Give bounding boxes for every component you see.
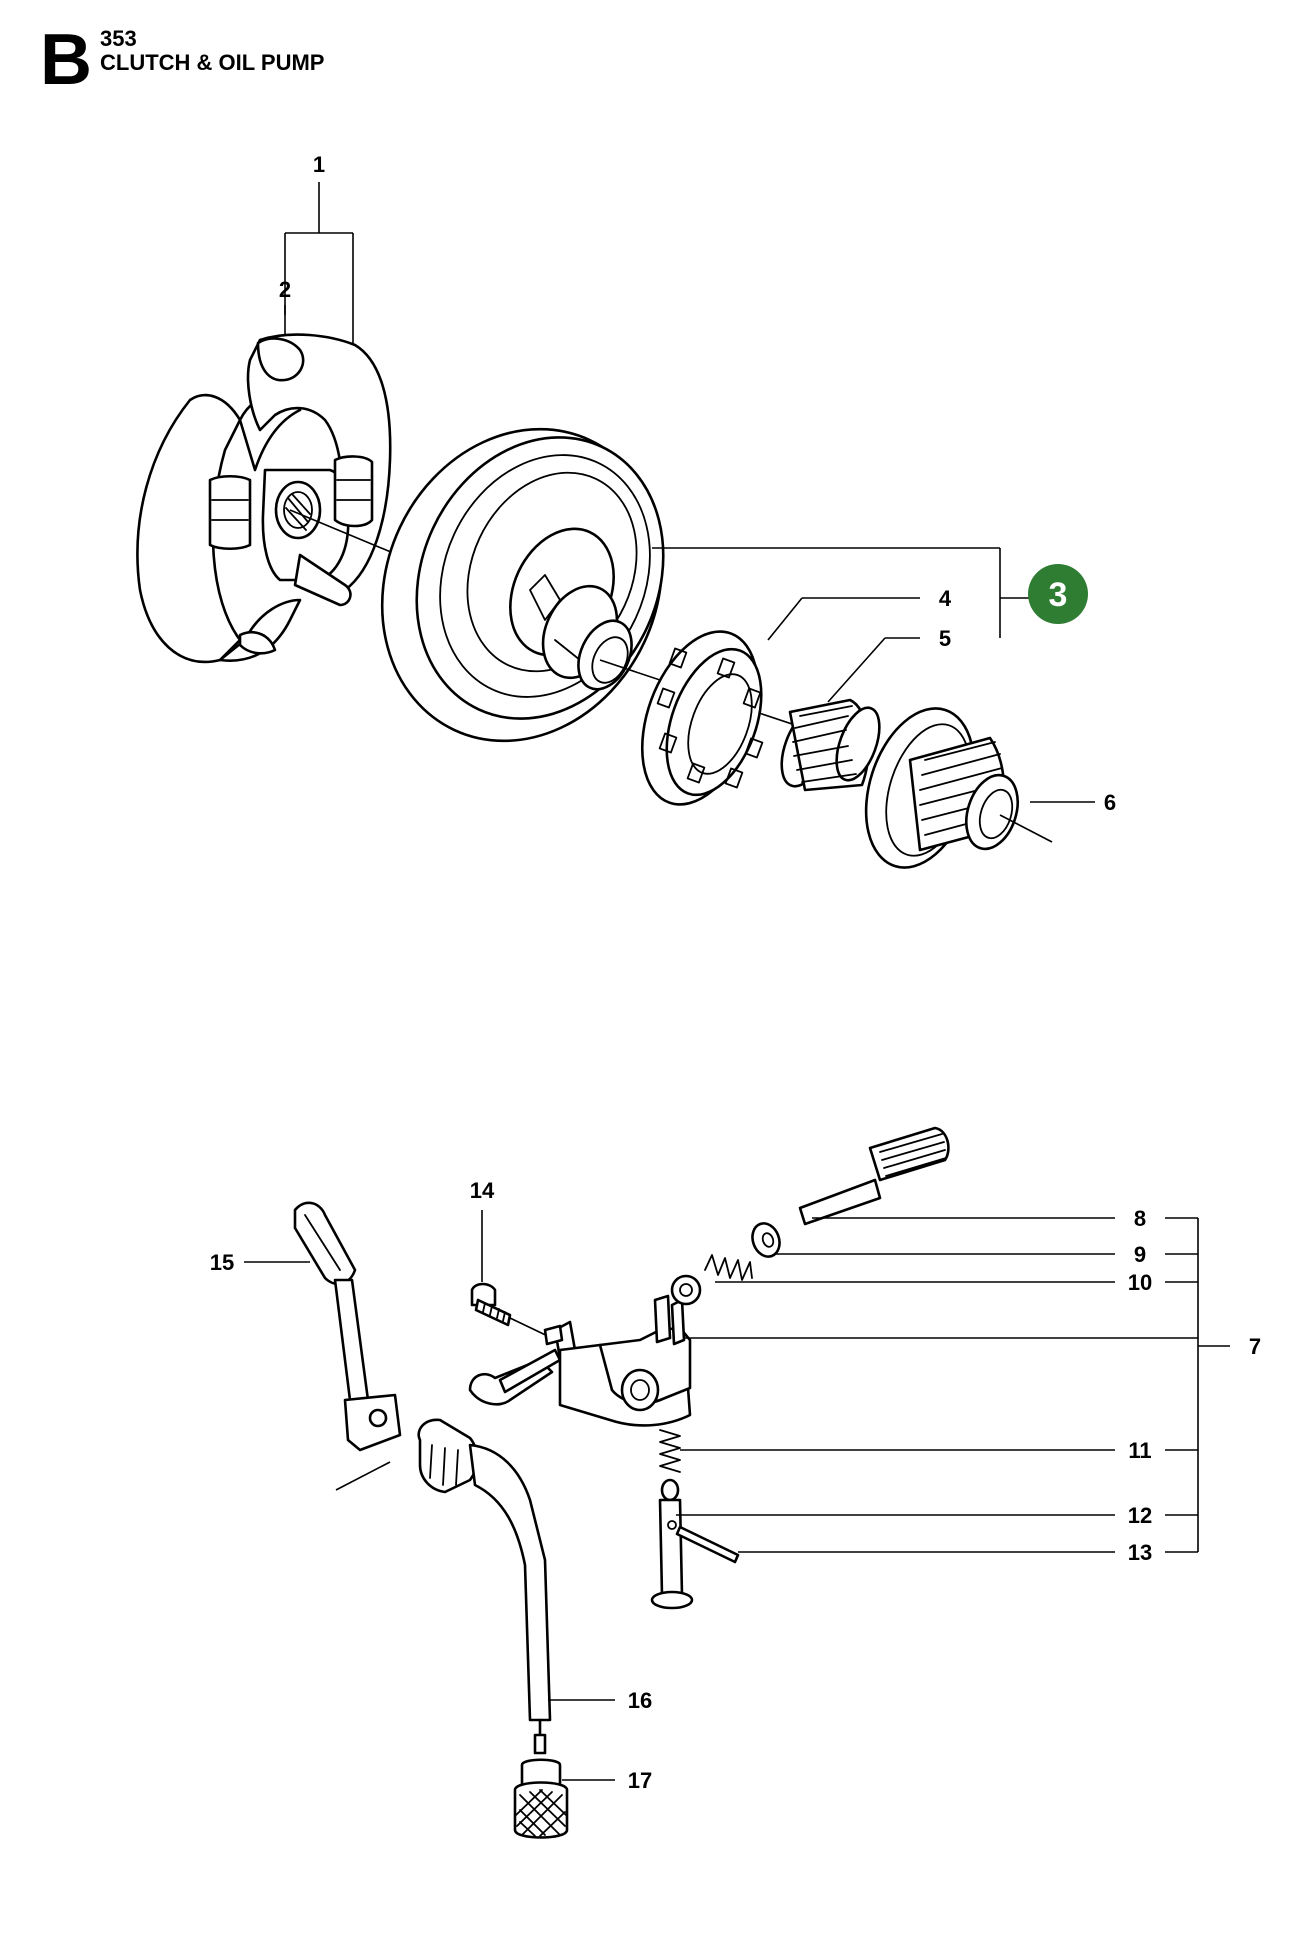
oil-pump-lever — [244, 1201, 402, 1491]
callout-17: 17 — [628, 1768, 652, 1793]
callout-4-label: 4 — [939, 586, 952, 611]
callout-15: 15 — [210, 1250, 234, 1275]
drive-washer — [864, 707, 1095, 869]
callout-labels-top: 8 9 10 11 12 13 4 5 — [939, 586, 1152, 1565]
callout-14: 14 — [470, 1178, 495, 1203]
callout-12-label: 12 — [1128, 1503, 1152, 1528]
callout-11-label: 11 — [1128, 1438, 1151, 1463]
oil-filter — [513, 1758, 615, 1839]
oil-hose — [417, 1418, 615, 1755]
leader-bracket-7 — [1197, 1218, 1230, 1552]
pump-plunger — [798, 1126, 1198, 1226]
callout-9-label: 9 — [1134, 1242, 1146, 1267]
oil-pump-housing — [468, 1294, 1198, 1427]
screw-14 — [470, 1210, 557, 1341]
callout-6: 6 — [1104, 790, 1116, 815]
part-3-badge: 3 — [1028, 564, 1088, 624]
callout-10-label: 10 — [1128, 1270, 1152, 1295]
callout-13-label: 13 — [1128, 1540, 1152, 1565]
label-gaps — [925, 585, 1165, 1565]
spring-11 — [659, 1429, 1198, 1473]
callout-2: 2 — [279, 277, 291, 302]
part-3-badge-label: 3 — [1049, 576, 1068, 614]
callout-7: 7 — [1249, 1334, 1261, 1359]
callout-8-label: 8 — [1134, 1206, 1146, 1231]
pump-pin — [650, 1478, 1198, 1610]
callout-1: 1 — [313, 152, 325, 177]
section-title: CLUTCH & OIL PUMP — [100, 50, 325, 75]
needle-bearing — [780, 637, 920, 792]
callout-5-label: 5 — [939, 626, 951, 651]
clutch-shoe-assembly — [136, 333, 392, 664]
clutch-drum — [289, 427, 1000, 743]
section-letter: B — [40, 20, 92, 100]
leader-bracket-3 — [999, 548, 1030, 638]
model-number: 353 — [100, 26, 137, 51]
rim-sprocket — [599, 597, 920, 806]
callout-16: 16 — [628, 1688, 652, 1713]
